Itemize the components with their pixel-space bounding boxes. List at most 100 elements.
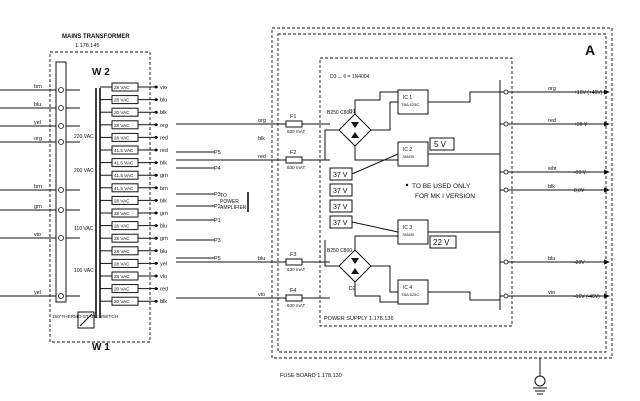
- secondary-wire-label: red: [160, 148, 168, 154]
- secondary-winding-label: 28 VAC: [114, 224, 130, 229]
- secondary-winding-label: 41.5 VAC: [114, 186, 134, 191]
- ic3: [397, 219, 429, 245]
- fuse-name: F4: [290, 288, 296, 294]
- output-rail: red+20 V: [500, 118, 610, 128]
- secondary-winding-label: 20 VAC: [114, 299, 130, 304]
- transformer-title: MAINS TRANSFORMER: [62, 34, 130, 40]
- winding-w2-label: W 2: [92, 67, 110, 78]
- fuse-name: F1: [290, 114, 296, 120]
- amp-pin-label: P3: [214, 238, 221, 244]
- secondary-winding: 28 VAC red: [100, 132, 168, 142]
- output-wire-label: org: [548, 86, 556, 92]
- secondary-winding-label: 41.5 VAC: [114, 173, 134, 178]
- secondary-wire-label: blu: [160, 224, 167, 230]
- secondary-wire-label: vio: [160, 274, 167, 280]
- output-wire-label: wht: [547, 166, 557, 172]
- output-voltage-label: -16V (-40V): [574, 294, 600, 300]
- bridge-d2-label: D2: [349, 286, 356, 292]
- fuse-board: A FUSE BOARD 1.178.130: [271, 27, 613, 379]
- fuse-name: F3: [290, 252, 296, 258]
- fuse-wire-in: org: [258, 118, 266, 124]
- primary-terminal: [58, 123, 64, 129]
- primary-label-220: 220 VAC: [74, 134, 94, 140]
- mk1-note-line1: TO BE USED ONLY: [412, 183, 471, 190]
- secondary-winding: 41.5 VAC blk: [100, 158, 167, 168]
- secondary-wire-label: blu: [160, 249, 167, 255]
- output-rail: wht -19 V: [500, 166, 610, 176]
- secondary-wire-label: grn: [160, 211, 168, 217]
- fuse-board-outline: [271, 27, 613, 359]
- secondary-winding-label: 28 VAC: [114, 135, 130, 140]
- secondary-winding-label: 20 VAC: [114, 110, 130, 115]
- zener-37v-3-label: 37 V: [333, 204, 348, 211]
- secondary-winding: 28 VAC grn: [100, 208, 168, 218]
- secondary-wire-label: red: [160, 135, 168, 141]
- zener-37v-2-label: 37 V: [333, 188, 348, 195]
- secondary-winding-label: 28 VAC: [114, 123, 130, 128]
- mk1-note-line2: FOR MK I VERSION: [415, 193, 475, 200]
- secondary-wire-label: blk: [160, 110, 167, 116]
- secondary-wire-label: blu: [160, 98, 167, 104]
- transformer-enclosure: [49, 51, 151, 343]
- secondary-winding: 28 VAC blu: [100, 95, 167, 105]
- output-rail: blu-20V: [500, 256, 610, 266]
- ic3-name: IC 3: [403, 225, 412, 231]
- primary-wire-label: vio: [34, 232, 41, 238]
- ic4-name: IC 4: [403, 285, 412, 291]
- secondary-winding-label: 28 VAC: [114, 98, 130, 103]
- secondary-winding-label: 28 VAC: [114, 85, 130, 90]
- ic3-type: 78M30: [402, 232, 415, 237]
- primary-wire-label: grn: [34, 204, 42, 210]
- secondary-winding: 41.5 VAC brn: [100, 183, 168, 193]
- amp-pin-label: P5: [214, 256, 221, 262]
- zener-37v-4-label: 37 V: [333, 220, 348, 227]
- primary-terminal: [58, 139, 64, 145]
- transformer-part-number: 1.178.145: [75, 43, 99, 49]
- secondary-wire-label: vio: [160, 85, 167, 91]
- ic2-name: IC 2: [403, 147, 412, 153]
- secondary-winding-label: 28 VAC: [114, 211, 130, 216]
- amp-pin-label: P1: [214, 218, 221, 224]
- diode-note: D3 ... 6 = 1N4004: [330, 74, 370, 80]
- primary-label-200: 200 VAC: [74, 168, 94, 174]
- secondary-wire-label: brn: [160, 186, 168, 192]
- secondary-winding-label: 41.5 VAC: [114, 161, 134, 166]
- amp-pin-label: P5: [214, 150, 221, 156]
- secondary-wire-label: grn: [160, 236, 168, 242]
- secondary-wire-label: blk: [160, 161, 167, 167]
- zener-37v-1-label: 37 V: [333, 172, 348, 179]
- bridge-d1-label: D1: [349, 109, 356, 115]
- secondary-winding: 28 VAC vio: [100, 82, 167, 92]
- power-supply-outline: [319, 57, 513, 327]
- secondary-winding: 28 VAC org: [100, 120, 168, 130]
- regulator-5v-label: 5 V: [434, 140, 447, 149]
- fuse-rating: 630 mAT: [287, 129, 305, 134]
- primary-wire-label: yel: [34, 120, 41, 126]
- primary-label-110: 110 VAC: [74, 226, 94, 232]
- zener-37v-2: [329, 183, 353, 197]
- board-label-a: A: [585, 42, 595, 58]
- secondary-wire-label: org: [160, 123, 168, 129]
- fuse-wire-in: red: [258, 154, 266, 160]
- primary-wire-label: brn: [34, 184, 42, 190]
- ic4-type: TBA 625C: [401, 292, 419, 297]
- fuse-body: [285, 156, 303, 164]
- secondary-winding: 20 VAC blk: [100, 107, 167, 117]
- secondary-winding-label: 28 VAC: [114, 198, 130, 203]
- to-amp-line3: AMPLIFIER: [220, 205, 247, 211]
- amp-pin-label: P3: [214, 192, 221, 198]
- fuse-board-label: FUSE BOARD 1.178.130: [280, 373, 342, 379]
- fuse-body: [285, 120, 303, 128]
- output-voltage-label: -19 V: [574, 170, 587, 176]
